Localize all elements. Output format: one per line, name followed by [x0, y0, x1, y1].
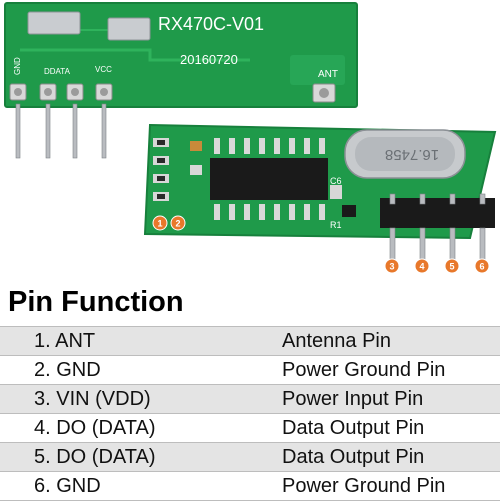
svg-text:3: 3 [389, 262, 394, 272]
pin-name: 2. GND [0, 355, 282, 385]
pin-header [380, 193, 495, 261]
silk-data: DDATA [44, 67, 71, 76]
pin-name: 1. ANT [0, 326, 282, 356]
receiver-board-top: RX470C-V01 20160720 GND DDATA VCC ANT [4, 2, 358, 159]
module-photo: RX470C-V01 20160720 GND DDATA VCC ANT [4, 2, 497, 274]
cap-label: C6 [330, 176, 342, 186]
pin-marker-5: 5 [444, 258, 460, 274]
pin-function: Power Ground Pin [282, 471, 500, 501]
pin-function: Power Ground Pin [282, 355, 500, 385]
pin-name: 3. VIN (VDD) [0, 384, 282, 414]
pin-marker-4: 4 [414, 258, 430, 274]
svg-text:5: 5 [449, 262, 454, 272]
board-model-label: RX470C-V01 [158, 14, 264, 34]
board-date-label: 20160720 [180, 52, 238, 67]
pin-name: 5. DO (DATA) [0, 442, 282, 472]
pin-function: Power Input Pin [282, 384, 500, 414]
pin-marker-1: 1 [152, 215, 168, 231]
top-pin-pads [9, 83, 336, 103]
crystal-label: 16.7458 [385, 146, 439, 163]
silk-vcc: VCC [95, 65, 112, 74]
smd-components [153, 138, 356, 217]
pin-marker-6: 6 [474, 258, 490, 274]
silk-ant: ANT [318, 69, 338, 80]
pin-marker-3: 3 [384, 258, 400, 274]
pin-function-heading: Pin Function [8, 286, 184, 318]
silk-gnd: GND [13, 57, 22, 75]
svg-text:4: 4 [419, 262, 424, 272]
pin-name: 6. GND [0, 471, 282, 501]
pin-row: 4. DO (DATA)Data Output Pin [0, 413, 500, 443]
svg-text:6: 6 [479, 262, 484, 272]
svg-text:1: 1 [157, 219, 162, 229]
pin-row: 5. DO (DATA)Data Output Pin [0, 442, 500, 472]
resistor-label: R1 [330, 220, 342, 230]
ic-chip [210, 138, 328, 220]
pin-name: 4. DO (DATA) [0, 413, 282, 443]
pin-markers: 1 2 3 4 5 6 [152, 215, 490, 274]
svg-text:2: 2 [175, 219, 180, 229]
top-pin-legs [15, 103, 107, 159]
pin-marker-2: 2 [170, 215, 186, 231]
pin-function: Data Output Pin [282, 413, 500, 443]
pin-row: 3. VIN (VDD)Power Input Pin [0, 384, 500, 414]
pin-function: Antenna Pin [282, 326, 500, 356]
receiver-board-bottom: 16.7458 [143, 123, 497, 274]
pin-function: Data Output Pin [282, 442, 500, 472]
